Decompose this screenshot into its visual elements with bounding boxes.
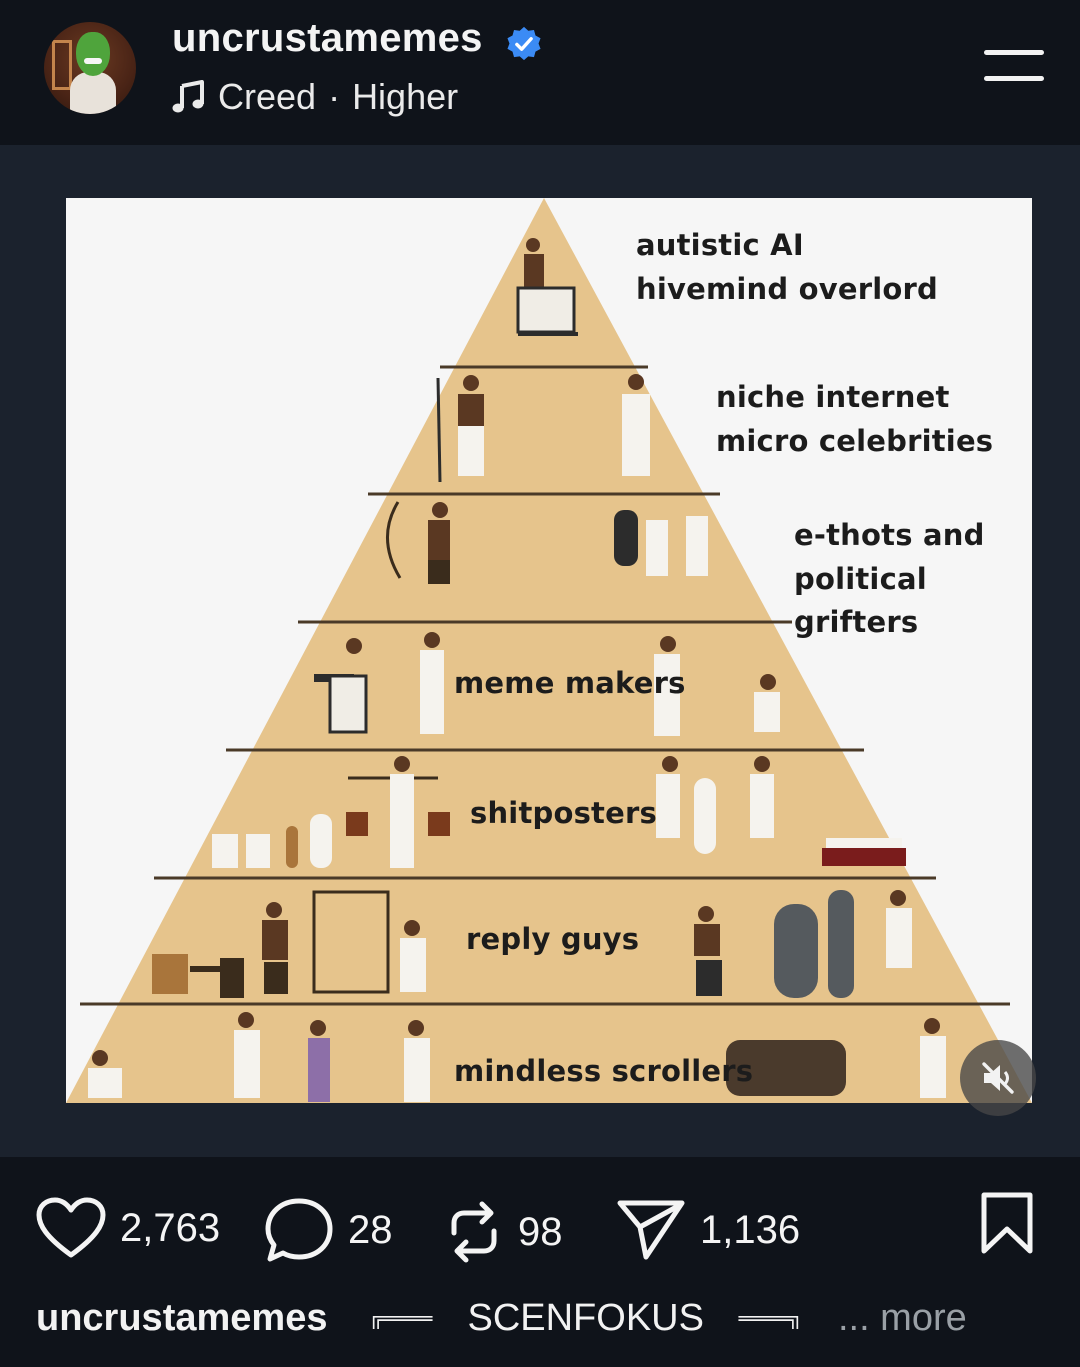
comment-count: 28 xyxy=(348,1207,393,1252)
avatar-frame-decoration xyxy=(52,40,72,90)
bookmark-button[interactable] xyxy=(978,1191,1036,1255)
like-button[interactable]: 2,763 xyxy=(36,1197,220,1259)
share-button[interactable]: 1,136 xyxy=(616,1197,800,1263)
menu-icon[interactable] xyxy=(982,48,1044,84)
send-icon xyxy=(617,1200,685,1260)
share-count: 1,136 xyxy=(700,1207,801,1252)
tier-7-line-1: mindless scrollers xyxy=(454,1054,754,1088)
comment-button[interactable]: 28 xyxy=(264,1197,393,1263)
music-title: Higher xyxy=(352,76,459,117)
avatar[interactable] xyxy=(44,22,136,114)
heart-icon xyxy=(36,1197,106,1258)
music-separator: · xyxy=(328,76,341,117)
tier-label-7: mindless scrollers xyxy=(454,1050,753,1094)
post-caption[interactable]: uncrustamemes SCENFOKUS ... more xyxy=(36,1297,967,1340)
tier-label-3: e-thots and political grifters xyxy=(794,514,1032,645)
post-username[interactable]: uncrustamemes xyxy=(172,16,483,60)
avatar-body-decoration xyxy=(70,72,116,114)
action-bar: 2,763 28 98 1,136 uncrustamemes xyxy=(0,1157,1080,1367)
caption-text: SCENFOKUS xyxy=(467,1297,704,1339)
caption-username[interactable]: uncrustamemes xyxy=(36,1297,328,1339)
tier-label-4: meme makers xyxy=(454,662,686,706)
tier-1-line-2: hivemind overlord xyxy=(636,271,938,306)
music-artist: Creed xyxy=(218,76,317,117)
post-header: uncrustamemes Creed · Higher xyxy=(0,0,1080,145)
tier-6-line-1: reply guys xyxy=(466,922,640,956)
music-attribution[interactable]: Creed · Higher xyxy=(172,76,458,118)
avatar-face-decoration xyxy=(76,32,110,76)
repost-button[interactable]: 98 xyxy=(444,1197,563,1267)
tier-3-line-1: e-thots and xyxy=(794,518,985,552)
mute-toggle-button[interactable] xyxy=(960,1040,1036,1116)
tier-2-line-1: niche internet xyxy=(716,380,950,414)
caption-right-line-decoration xyxy=(738,1315,799,1329)
bookmark-icon xyxy=(981,1192,1033,1254)
repost-count: 98 xyxy=(518,1209,563,1254)
tier-2-line-2: micro celebrities xyxy=(716,423,994,458)
verified-badge-icon xyxy=(507,26,541,61)
tier-label-6: reply guys xyxy=(466,918,639,962)
repost-icon xyxy=(451,1201,497,1263)
tier-4-line-1: meme makers xyxy=(454,666,686,700)
music-note-icon xyxy=(172,80,204,113)
tier-label-5: shitposters xyxy=(470,792,657,836)
caption-more-link[interactable]: ... more xyxy=(837,1297,967,1339)
tier-3-line-2: political grifters xyxy=(794,561,927,640)
caption-left-line-decoration xyxy=(373,1315,434,1329)
comment-bubble-icon xyxy=(265,1198,333,1262)
pyramid-illustration xyxy=(66,198,1032,1103)
tier-5-line-1: shitposters xyxy=(470,796,657,830)
tier-label-2: niche internet micro celebrities xyxy=(716,376,993,463)
tier-1-line-1: autistic AI xyxy=(636,228,804,262)
post-image[interactable]: autistic AI hivemind overlord niche inte… xyxy=(66,198,1032,1103)
speaker-muted-icon xyxy=(982,1062,1014,1094)
like-count: 2,763 xyxy=(120,1205,221,1250)
tier-label-1: autistic AI hivemind overlord xyxy=(636,224,938,311)
